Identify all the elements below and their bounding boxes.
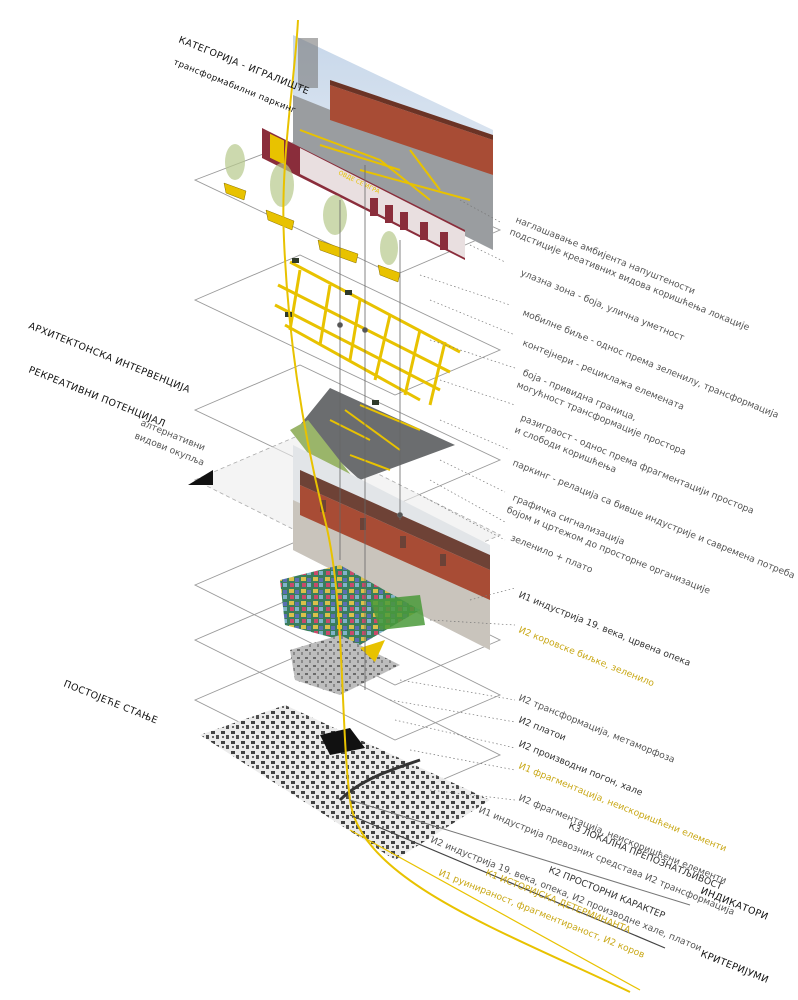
sign-wall: ОВДЕ СЕ ИГРА <box>262 128 465 260</box>
middle-photo <box>293 445 490 650</box>
top-photo <box>293 35 493 250</box>
criteria-lines <box>349 799 691 991</box>
label-r13: И1 индустрија 19. века, црвена опека <box>517 590 692 669</box>
planter-4 <box>377 231 401 283</box>
mobile-planters <box>223 144 401 283</box>
planter-2 <box>265 163 295 231</box>
leader-lines <box>389 199 516 801</box>
arrow-marker <box>188 470 213 485</box>
landuse-map <box>280 565 425 645</box>
plane-6 <box>193 594 502 741</box>
buildings-map <box>290 635 400 695</box>
header-existing: ПОСТОЈЕЋЕ СТАЊЕ <box>62 679 159 727</box>
connectors <box>337 165 403 690</box>
label-r14: И2 коровске биљке, зеленило <box>517 625 656 690</box>
right-labels: наглашавање амбијента напуштености подст… <box>505 215 796 887</box>
container-grid <box>274 260 461 406</box>
planter-1 <box>223 144 247 201</box>
planter-3 <box>317 195 359 264</box>
plane-2 <box>193 254 502 396</box>
yellow-thread <box>282 19 631 993</box>
header-criteria: КРИТЕРИЈУМИ <box>699 949 770 986</box>
